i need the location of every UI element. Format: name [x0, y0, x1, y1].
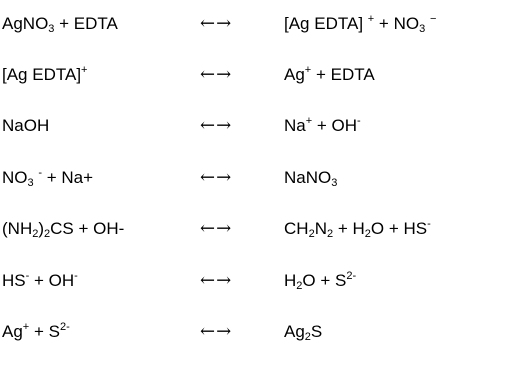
equation-products: CH2N2 + H2O + HS-: [284, 218, 431, 240]
formula-text: (NH: [2, 219, 33, 238]
superscript: -: [74, 270, 78, 282]
formula-text: + EDTA: [311, 65, 375, 84]
equation-row: (NH2)2CS + OH- ←→ CH2N2 + H2O + HS-: [0, 219, 523, 259]
formula-text: + OH: [312, 116, 358, 135]
equation-products: H2O + S2-: [284, 270, 357, 292]
superscript: +: [304, 64, 312, 76]
equation-reactants: NO3 - + Na+: [2, 167, 94, 189]
superscript: -: [25, 270, 30, 282]
equilibrium-arrow: ←→: [200, 115, 233, 136]
formula-text: ): [38, 219, 45, 238]
subscript: 3: [48, 23, 55, 35]
subscript: 3: [27, 177, 34, 189]
formula-text: + EDTA: [54, 14, 118, 33]
equation-reactants: [Ag EDTA]+: [2, 65, 87, 85]
formula-text: O + HS: [370, 219, 428, 238]
formula-text: + NO: [374, 14, 420, 33]
equilibrium-arrow: ←→: [200, 13, 233, 34]
equilibrium-arrow: ←→: [200, 321, 233, 342]
subscript: 2: [304, 331, 311, 343]
formula-text: NaNO: [284, 168, 332, 187]
formula-text: + S: [29, 322, 60, 341]
equation-reactants: (NH2)2CS + OH-: [2, 219, 125, 240]
subscript: 3: [331, 177, 338, 189]
formula-text: + OH: [29, 271, 75, 290]
superscript: +: [305, 115, 313, 127]
equation-reactants: AgNO3 + EDTA: [2, 14, 118, 35]
equation-reactants: HS- + OH-: [2, 271, 78, 291]
formula-text: NaOH: [2, 116, 50, 135]
subscript: 2: [296, 280, 303, 292]
equation-row: [Ag EDTA]+ ←→ Ag+ + EDTA: [0, 65, 523, 105]
superscript: -: [357, 115, 361, 127]
formula-text: Ag: [284, 322, 305, 341]
equation-products: Ag2S: [284, 322, 323, 343]
equation-row: AgNO3 + EDTA ←→ [Ag EDTA] + + NO3 −: [0, 14, 523, 54]
equilibrium-arrow: ←→: [200, 218, 233, 239]
subscript: 2: [326, 228, 334, 240]
equation-row: Ag+ + S2- ←→ Ag2S: [0, 322, 523, 362]
formula-text: Ag: [284, 65, 305, 84]
superscript: +: [81, 64, 88, 76]
formula-text: AgNO: [2, 14, 49, 33]
superscript: 2-: [59, 321, 70, 333]
equation-row: NO3 - + Na+ ←→ NaNO3: [0, 168, 523, 208]
formula-text: CH: [284, 219, 309, 238]
equation-reactants: Ag+ + S2-: [2, 322, 70, 342]
superscript: −: [429, 13, 437, 25]
formula-text: N: [314, 219, 327, 238]
equation-row: HS- + OH- ←→ H2O + S2-: [0, 271, 523, 311]
superscript: +: [367, 13, 375, 25]
superscript: +: [22, 321, 30, 333]
formula-text: [Ag EDTA]: [284, 14, 368, 33]
equilibrium-arrow: ←→: [200, 64, 233, 85]
equation-products: [Ag EDTA] + + NO3 −: [284, 13, 437, 35]
formula-text: [Ag EDTA]: [2, 65, 82, 84]
superscript: 2-: [346, 270, 357, 282]
formula-text: CS + OH-: [50, 219, 125, 238]
equation-reactants: NaOH: [2, 116, 49, 136]
equation-row: NaOH ←→ Na+ + OH-: [0, 116, 523, 156]
equation-products: NaNO3: [284, 168, 338, 189]
formula-text: NO: [2, 168, 28, 187]
subscript: 2: [308, 228, 315, 240]
formula-text: HS: [2, 271, 26, 290]
equilibrium-arrow: ←→: [200, 167, 233, 188]
subscript: 2: [44, 228, 51, 240]
formula-text: Na: [284, 116, 306, 135]
formula-text: + H: [333, 219, 365, 238]
formula-text: H: [284, 271, 297, 290]
subscript: 2: [364, 228, 371, 240]
equation-products: Ag+ + EDTA: [284, 65, 375, 85]
formula-text: O + S: [302, 271, 347, 290]
equation-products: Na+ + OH-: [284, 116, 361, 136]
equilibrium-arrow: ←→: [200, 270, 233, 291]
superscript: -: [427, 218, 431, 230]
formula-text: Ag: [2, 322, 23, 341]
formula-text: S: [310, 322, 323, 341]
subscript: 3: [419, 23, 426, 35]
subscript: 2: [32, 228, 39, 240]
formula-text: + Na+: [42, 168, 94, 187]
superscript: -: [38, 167, 43, 179]
